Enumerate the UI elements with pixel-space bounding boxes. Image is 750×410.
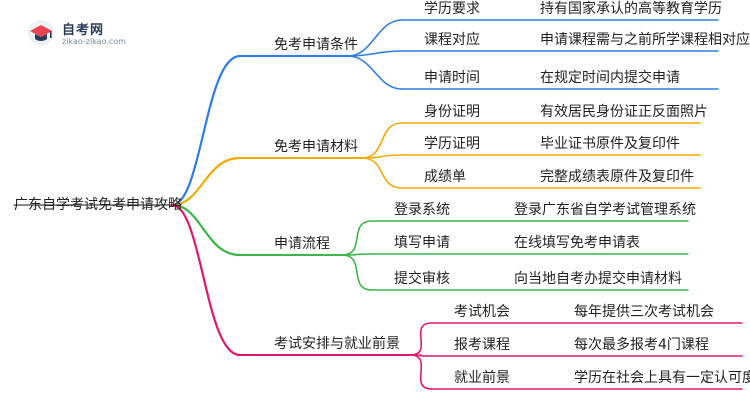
sub-connector xyxy=(341,220,373,256)
detail-text: 向当地自考办提交申请材料 xyxy=(514,271,682,287)
sub-connector xyxy=(347,19,403,57)
sub-connector xyxy=(361,157,403,189)
subtopic: 课程对应 xyxy=(424,32,480,48)
subtopic: 填写申请 xyxy=(394,235,450,251)
branch-topic: 免考申请条件 xyxy=(274,37,358,53)
subtopic: 申请时间 xyxy=(424,70,480,86)
branch-connector xyxy=(170,203,242,257)
branch-topic: 考试安排与就业前景 xyxy=(274,336,400,352)
detail-text: 学历在社会上具有一定认可度 xyxy=(574,370,750,386)
subtopic: 身份证明 xyxy=(424,104,480,120)
branch-topic: 免考申请材料 xyxy=(274,139,358,155)
detail-text: 登录广东省自学考试管理系统 xyxy=(514,202,696,218)
sub-connector xyxy=(409,354,433,390)
site-logo[interactable]: 自考网 zikao-zikao.com xyxy=(26,18,146,48)
detail-text: 毕业证书原件及复印件 xyxy=(540,136,680,152)
subtopic: 成绩单 xyxy=(424,169,466,185)
detail-text: 持有国家承认的高等教育学历 xyxy=(540,1,722,17)
logo-subtitle: zikao-zikao.com xyxy=(62,37,126,46)
branch-connector xyxy=(170,203,242,357)
branch-topic: 申请流程 xyxy=(274,236,330,252)
detail-text: 每次最多报考4门课程 xyxy=(574,337,709,353)
sub-connector xyxy=(409,322,433,356)
logo-title: 自考网 xyxy=(62,23,105,38)
subtopic: 就业前景 xyxy=(454,370,510,386)
sub-connector xyxy=(361,122,403,159)
subtopic: 学历要求 xyxy=(424,1,480,17)
detail-text: 申请课程需与之前所学课程相对应 xyxy=(540,32,750,48)
subtopic: 提交审核 xyxy=(394,271,450,287)
branch-connector xyxy=(170,54,242,207)
sub-connector xyxy=(341,254,373,291)
detail-text: 每年提供三次考试机会 xyxy=(574,304,714,320)
detail-text: 有效居民身份证正反面照片 xyxy=(540,104,708,120)
subtopic: 考试机会 xyxy=(454,304,510,320)
branch-connector xyxy=(170,156,242,207)
root-topic: 广东自学考试免考申请攻略 xyxy=(14,197,182,213)
detail-text: 在规定时间内提交申请 xyxy=(540,70,680,86)
subtopic: 登录系统 xyxy=(394,202,450,218)
subtopic: 学历证明 xyxy=(424,136,480,152)
detail-text: 在线填写免考申请表 xyxy=(514,235,640,251)
graduation-cap-icon xyxy=(28,20,54,46)
subtopic: 报考课程 xyxy=(454,337,510,353)
detail-text: 完整成绩表原件及复印件 xyxy=(540,169,694,185)
sub-connector xyxy=(347,55,403,90)
